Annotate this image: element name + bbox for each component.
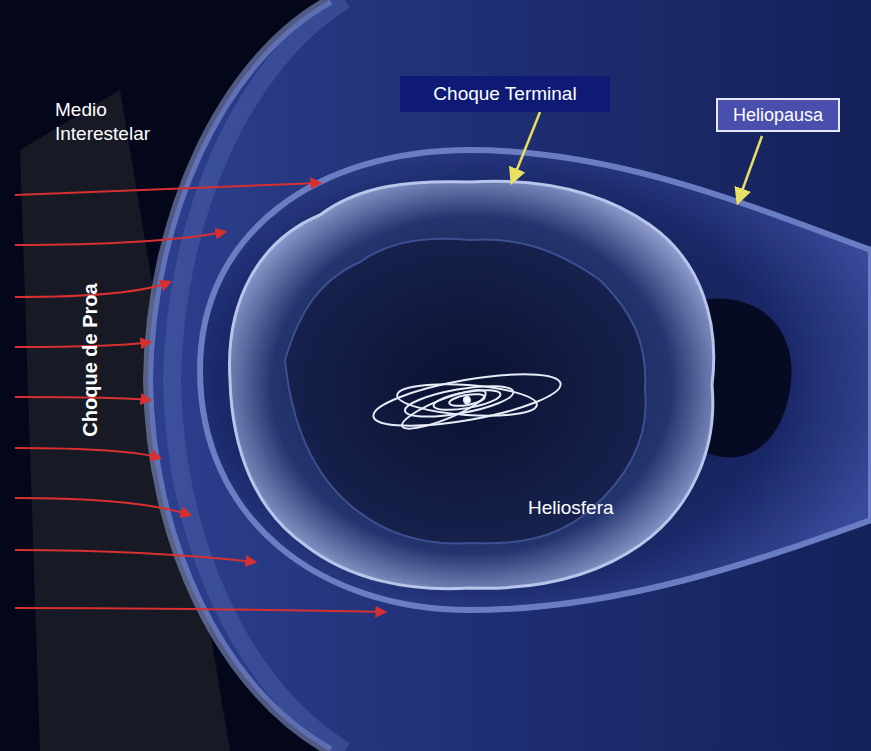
label-box: Choque Terminal (400, 76, 610, 112)
box-text: Choque Terminal (433, 83, 576, 105)
label-box: Heliopausa (716, 98, 840, 132)
region-label: Heliosfera (528, 496, 614, 520)
region-label: Medio Interestelar (55, 98, 205, 146)
box-text: Heliopausa (733, 105, 823, 126)
vertical-label: Choque de Proa (78, 283, 103, 436)
